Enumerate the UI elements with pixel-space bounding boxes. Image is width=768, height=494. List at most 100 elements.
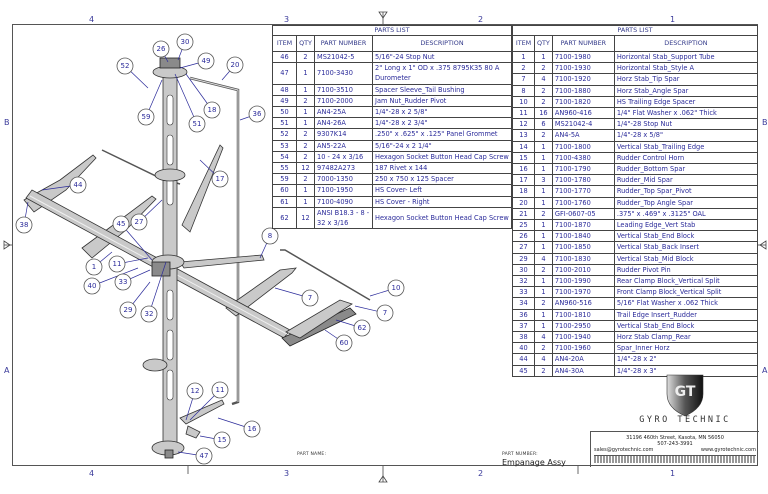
balloon-circle [226, 56, 244, 74]
cell-item: 13 [512, 129, 535, 142]
callout-balloon-7: 7 [354, 304, 394, 322]
cell-part-number: 7100-1960 [551, 342, 615, 355]
cell-item: 34 [512, 297, 535, 310]
cell-part-number: 7100-1940 [551, 331, 615, 344]
cell-item: 32 [512, 275, 535, 288]
cell-item: 45 [512, 364, 535, 377]
cell-description: Leading Edge_Vert Stab [613, 219, 759, 232]
cell-qty: 3 [534, 174, 553, 187]
cell-qty: 2 [534, 62, 553, 75]
callout-balloon-52: 52 [116, 57, 149, 89]
callout-balloon-44: 44 [41, 176, 87, 194]
cell-item: 2 [512, 62, 535, 75]
cell-qty: 1 [534, 185, 553, 198]
parts-list-title: PARTS LIST [512, 25, 758, 36]
part-name-label: PART NAME: [297, 452, 327, 457]
email-link[interactable]: sales@gyrotechnic.com [594, 447, 654, 453]
parts-list-title: PARTS LIST [272, 25, 512, 36]
balloon-circle [243, 420, 261, 438]
balloon-circle [387, 279, 405, 297]
cell-item: 38 [512, 331, 535, 344]
cell-qty: 2 [296, 150, 315, 164]
col-header-item: ITEM [272, 35, 297, 52]
cell-qty: 2 [534, 207, 553, 221]
cell-qty: 1 [296, 184, 315, 197]
balloon-label: 40 [88, 282, 97, 290]
callout-balloon-59: 59 [137, 79, 163, 126]
cell-part-number: 97482A273 [314, 162, 373, 175]
balloon-label: 27 [135, 218, 144, 226]
balloon-circle [335, 334, 353, 352]
cell-qty: 4 [534, 252, 553, 265]
cell-item: 11 [512, 107, 535, 120]
callout-balloon-10: 10 [369, 279, 405, 297]
zone-row-b-left: B [4, 118, 10, 127]
balloon-label: 47 [200, 452, 209, 460]
cell-item: 20 [512, 196, 535, 209]
cell-qty: 4 [534, 73, 553, 86]
cell-qty: 1 [296, 195, 315, 208]
cell-part-number: 7000-1350 [314, 173, 373, 186]
balloon-circle [203, 101, 221, 119]
col-header-description: DESCRIPTION [372, 35, 512, 52]
cell-qty: 2 [296, 173, 315, 186]
cell-part-number: 7100-4090 [314, 195, 373, 208]
cell-part-number: 7100-1790 [551, 163, 615, 176]
cell-item: 8 [512, 84, 535, 97]
cell-part-number: 7100-1880 [551, 84, 615, 97]
callout-balloon-33: 33 [114, 269, 151, 291]
balloon-label: 11 [216, 386, 225, 394]
cell-description: Vertical Stab_Mid Block [613, 252, 759, 265]
callout-balloon-12: 12 [185, 382, 204, 421]
fine-print [594, 455, 756, 463]
balloon-circle [197, 52, 215, 70]
cell-item: 40 [512, 342, 535, 355]
col-header-qty: QTY [296, 35, 315, 52]
cell-part-number: 7100-4380 [551, 151, 615, 165]
balloon-label: 52 [121, 62, 130, 70]
callout-balloon-17: 17 [199, 159, 229, 188]
cell-item: 7 [512, 73, 535, 86]
balloon-label: 32 [145, 310, 154, 318]
cell-description: HS Cover- Left [372, 184, 512, 197]
cell-qty: 1 [534, 196, 553, 209]
zone-col-4-bottom: 4 [89, 469, 95, 478]
balloon-label: 44 [74, 181, 83, 189]
cell-qty: 2 [534, 95, 553, 109]
balloon-circle [353, 319, 371, 337]
cell-item: 55 [272, 162, 297, 175]
zone-col-3-top: 3 [284, 15, 290, 24]
cell-item: 21 [512, 207, 535, 221]
cell-item: 14 [512, 140, 535, 153]
balloon-label: 1 [92, 263, 96, 271]
cell-item: 37 [512, 319, 535, 333]
balloon-label: 45 [117, 220, 126, 228]
col-header-item: ITEM [512, 35, 535, 52]
balloon-circle [195, 447, 213, 465]
website-link[interactable]: www.gyrotechnic.com [700, 447, 756, 453]
callout-balloon-60: 60 [324, 329, 353, 352]
company-logo: GT GYRO TECHNIC [620, 372, 750, 430]
cell-description: 2" Long x 1" OD x .375 8795K35 80 A Duro… [372, 62, 512, 85]
cell-qty: 6 [534, 118, 553, 131]
balloon-circle [188, 115, 206, 133]
cell-qty: 1 [534, 286, 553, 299]
balloon-label: 15 [218, 436, 227, 444]
col-header-description: DESCRIPTION [613, 35, 759, 52]
cell-description: .250" x .625" x .125" Panel Grommet [372, 128, 512, 141]
company-name: GYRO TECHNIC [639, 415, 731, 425]
